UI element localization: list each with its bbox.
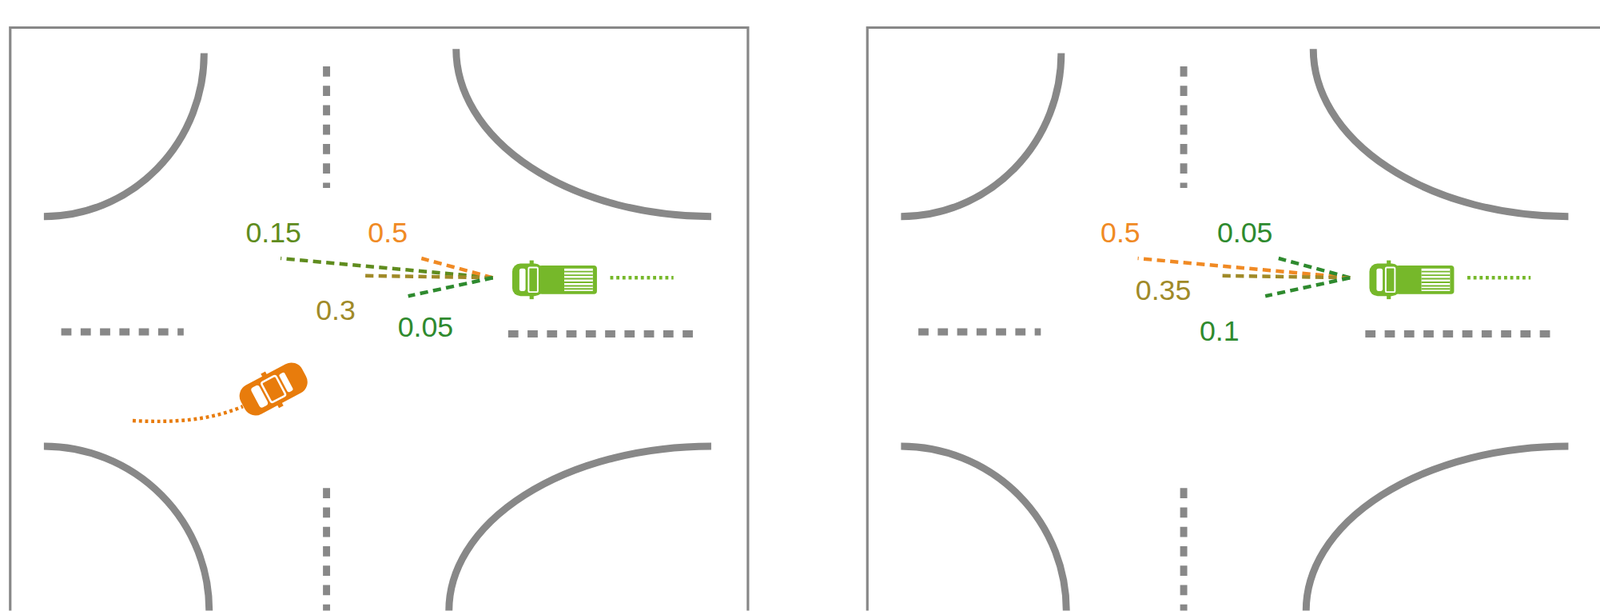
road-scene bbox=[43, 48, 712, 610]
probability-label: 0.05 bbox=[1214, 218, 1275, 247]
probability-label: 0.5 bbox=[1098, 218, 1143, 247]
probability-label: 0.1 bbox=[1197, 317, 1242, 347]
panel-frame bbox=[867, 27, 1600, 610]
probability-label: 0.05 bbox=[395, 313, 456, 343]
probability-label: 0.5 bbox=[366, 218, 410, 247]
road-scene bbox=[900, 48, 1569, 610]
car-trail bbox=[132, 405, 243, 422]
panel-frame bbox=[10, 27, 749, 610]
orange-car bbox=[233, 355, 313, 423]
prediction-lines bbox=[280, 258, 494, 296]
probability-label: 0.35 bbox=[1133, 276, 1194, 306]
probability-label: 0.15 bbox=[243, 218, 304, 247]
probability-label: 0.3 bbox=[314, 295, 359, 325]
